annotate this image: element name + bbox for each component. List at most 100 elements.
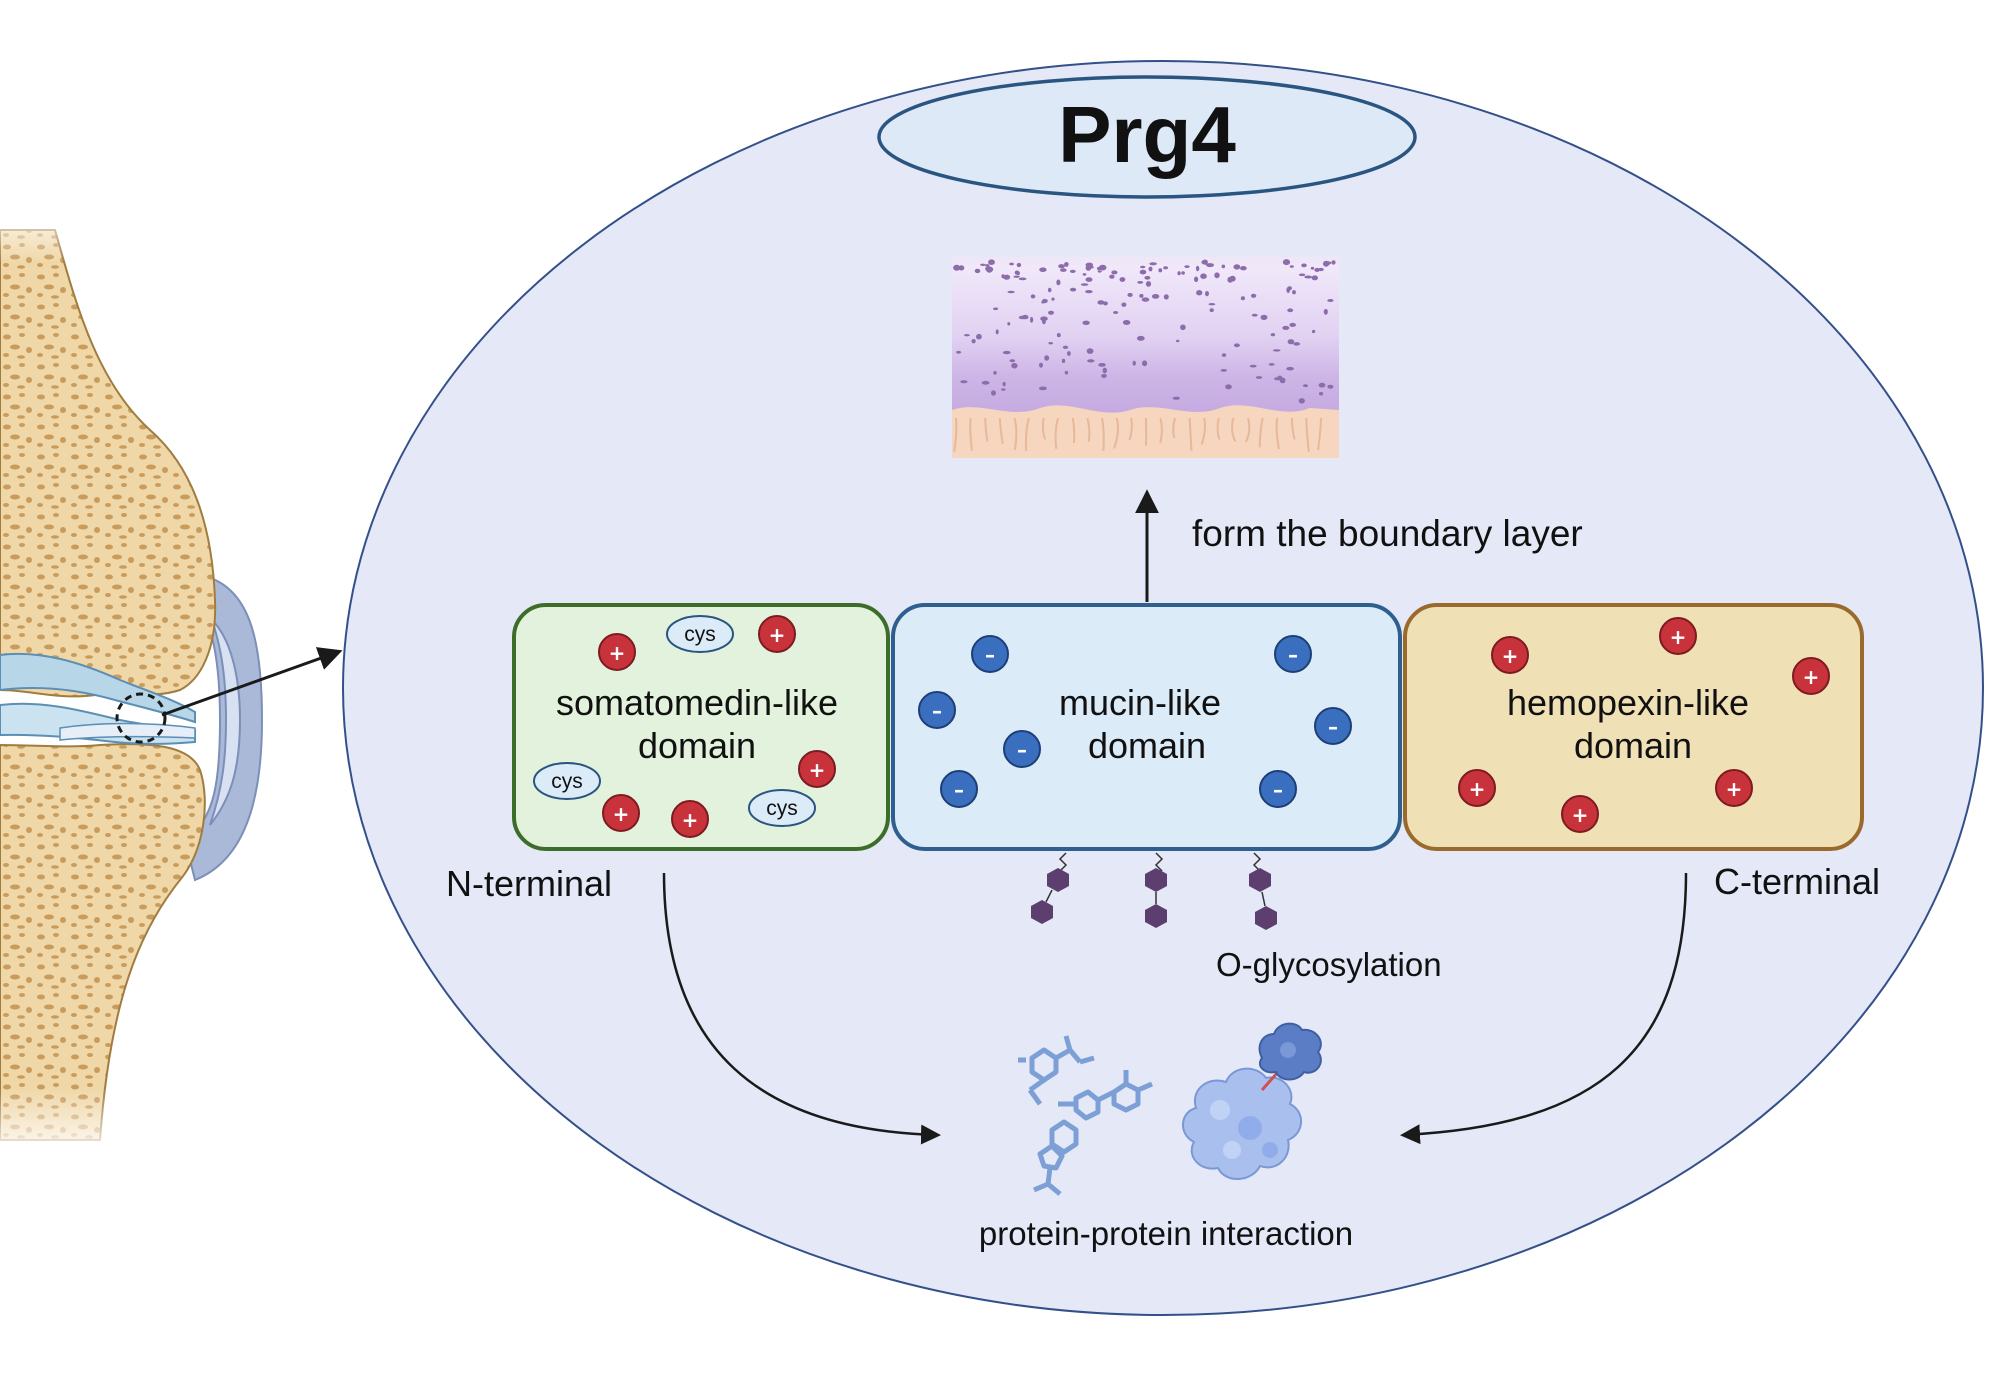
chondrocyte [1001, 388, 1006, 391]
chondrocyte [1082, 273, 1087, 276]
cys-residue: cys [748, 789, 816, 827]
chondrocyte [1060, 268, 1067, 272]
mucin-label-line1: mucin-like [1059, 682, 1221, 723]
chondrocyte [1227, 276, 1233, 283]
chondrocyte [1140, 265, 1146, 269]
cys-label: cys [551, 770, 583, 793]
chondrocyte [1255, 376, 1263, 379]
chondrocyte [1039, 362, 1043, 368]
chondrocyte [1136, 335, 1145, 341]
cartilage-histology-image [952, 257, 1339, 458]
chondrocyte [981, 380, 990, 385]
bone-trabecula [1025, 417, 1030, 452]
svg-text:–: – [1273, 778, 1283, 802]
chondrocyte [1286, 287, 1290, 293]
chondrocyte [971, 339, 976, 344]
chondrocyte [964, 334, 970, 337]
chondrocyte [1250, 293, 1257, 298]
svg-text:–: – [1017, 738, 1027, 762]
chondrocyte [1282, 325, 1290, 330]
chondrocyte [958, 265, 965, 271]
svg-text:+: + [613, 802, 630, 826]
chondrocyte [1221, 353, 1227, 357]
chondrocyte [1251, 313, 1258, 317]
chondrocyte [1142, 360, 1148, 367]
positive-charge: + [758, 615, 796, 653]
chondrocyte [1209, 308, 1214, 313]
chondrocyte [1298, 273, 1306, 277]
n-terminal-label: N-terminal [446, 863, 612, 904]
boundary-layer-label: form the boundary layer [1192, 513, 1583, 554]
bone-trabecula [1013, 417, 1018, 451]
chondrocyte [1061, 358, 1066, 363]
chondrocyte [1180, 324, 1186, 331]
bone-trabecula [1172, 417, 1176, 439]
positive-charge: + [671, 800, 709, 838]
meniscus [59, 722, 196, 741]
chondrocyte [1172, 396, 1181, 400]
bone-trabecula [998, 417, 1004, 445]
chondrocyte [1221, 264, 1226, 269]
bone-trabecula [1244, 417, 1251, 443]
chondrocyte [1196, 290, 1203, 296]
chondrocyte [1220, 369, 1228, 372]
chondrocyte [1324, 261, 1332, 265]
upper-cartilage [0, 652, 196, 724]
glycan-chain [1145, 852, 1167, 928]
chondrocyte [1009, 359, 1016, 363]
chondrocyte [985, 264, 990, 267]
chondrocyte [1044, 355, 1050, 361]
chondrocyte [1096, 266, 1102, 271]
chondrocyte [986, 266, 993, 273]
chondrocyte [960, 380, 968, 384]
chondrocyte [1205, 291, 1209, 297]
bone-trabecula [1305, 417, 1310, 452]
chondrocyte [1200, 273, 1207, 280]
svg-text:+: + [1502, 644, 1519, 668]
chondrocyte [1058, 264, 1065, 269]
chondrocyte [1101, 373, 1107, 378]
chondrocyte [1014, 270, 1020, 275]
chondrocyte [1311, 275, 1319, 281]
chondrocyte [1177, 271, 1181, 276]
chondrocyte [1002, 381, 1006, 387]
chondrocyte [1102, 367, 1108, 374]
svg-text:–: – [985, 643, 995, 667]
chondrocyte [1132, 360, 1136, 366]
chondrocyte [1086, 348, 1094, 354]
svg-text:+: + [682, 808, 699, 832]
svg-text:+: + [1572, 803, 1589, 827]
chondrocyte [1039, 267, 1047, 273]
svg-text:–: – [1328, 715, 1338, 739]
negative-charge: – [918, 691, 956, 729]
hemopexin-label-line1: hemopexin-like [1507, 682, 1749, 723]
somatomedin-label-line1: somatomedin-like [556, 682, 838, 723]
chondrocyte [1082, 320, 1090, 325]
chondrocyte [1286, 366, 1294, 371]
title-pill [877, 75, 1417, 199]
chondrocyte [1292, 290, 1296, 295]
chondrocyte [1113, 311, 1119, 314]
joint-capsule [183, 573, 264, 882]
cys-label: cys [684, 623, 716, 646]
c-terminal-interaction-arrow [1400, 872, 1688, 1145]
cys-residue: cys [666, 615, 734, 653]
svg-text:+: + [609, 641, 626, 665]
positive-charge: + [1458, 769, 1496, 807]
chondrocyte [1064, 262, 1069, 267]
small-molecule-ligands-icon [1018, 1035, 1153, 1196]
chondrocyte [1080, 283, 1089, 286]
negative-charge: – [1259, 770, 1297, 808]
svg-text:+: + [1670, 625, 1687, 649]
chondrocyte [1323, 308, 1328, 315]
bone-trabecula [1188, 417, 1193, 451]
zoom-arrow [161, 647, 343, 717]
positive-charge: + [798, 750, 836, 788]
chondrocyte [1318, 267, 1324, 272]
chondrocyte [1002, 350, 1011, 355]
positive-charge: + [1561, 795, 1599, 833]
bone-trabecula [1113, 417, 1119, 449]
chondrocyte [1011, 362, 1018, 369]
bone-trabecula [1071, 417, 1076, 443]
chondrocyte [1009, 262, 1014, 266]
